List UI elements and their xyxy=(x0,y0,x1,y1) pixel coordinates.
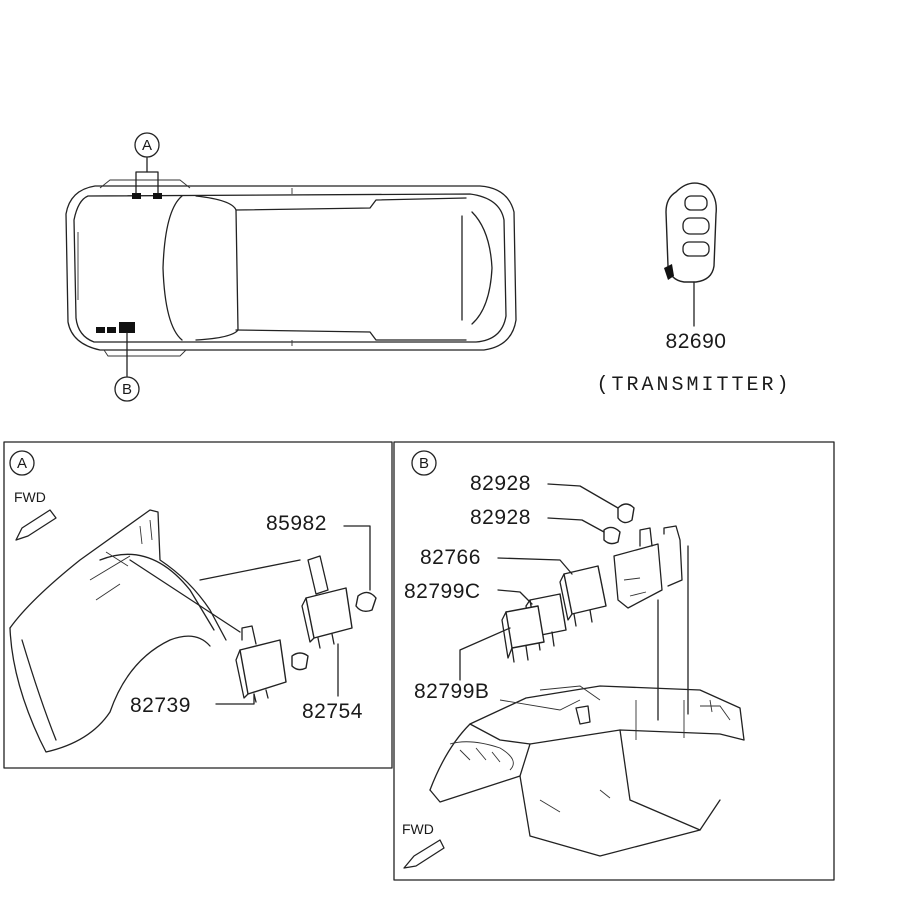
part-number-82754: 82754 xyxy=(302,700,363,723)
detail-view-a: A FWD xyxy=(3,441,393,769)
fwd-arrow-icon xyxy=(15,509,57,541)
part-number-85982: 85982 xyxy=(266,512,327,535)
detail-view-b: B xyxy=(393,441,835,881)
part-number-82690: 82690 xyxy=(666,330,727,353)
view-b-fwd-label: FWD xyxy=(402,821,434,837)
part-number-82766: 82766 xyxy=(420,546,481,569)
part-number-82739: 82739 xyxy=(130,694,191,717)
circle-letter-a-icon xyxy=(134,132,160,158)
vehicle-top-view xyxy=(65,157,517,377)
callout-a-marker: A xyxy=(134,132,160,158)
view-a-label: A xyxy=(17,455,27,472)
part-number-82799c: 82799C xyxy=(404,580,481,603)
callout-b-marker: B xyxy=(114,376,140,402)
transmitter-description: (TRANSMITTER) xyxy=(596,374,791,397)
part-number-82928-lower: 82928 xyxy=(470,506,531,529)
part-number-82928-upper: 82928 xyxy=(470,472,531,495)
part-number-82799b: 82799B xyxy=(414,680,489,703)
circle-letter-b-icon xyxy=(411,450,437,476)
transmitter-key-fob xyxy=(664,182,717,327)
callout-a-label: A xyxy=(142,137,152,154)
view-a-fwd-label: FWD xyxy=(14,489,46,505)
fwd-arrow-icon xyxy=(403,839,445,869)
callout-b-label: B xyxy=(122,381,132,398)
circle-letter-b-icon xyxy=(114,376,140,402)
circle-letter-a-icon xyxy=(9,450,35,476)
view-b-label: B xyxy=(419,455,429,472)
